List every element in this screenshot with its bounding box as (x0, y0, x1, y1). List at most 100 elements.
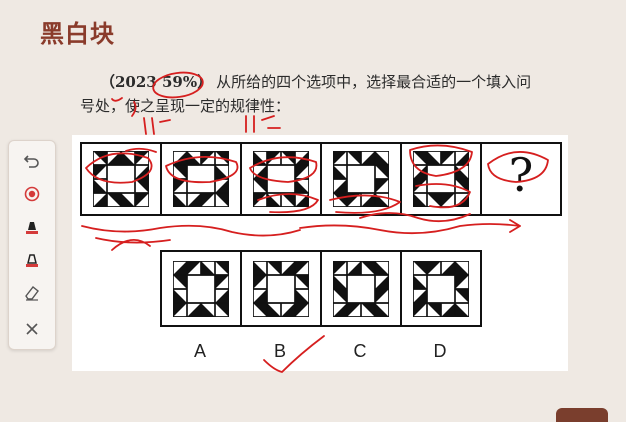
black-triangle-block (253, 274, 267, 289)
black-triangle-block (215, 260, 229, 275)
black-triangle-block (375, 288, 389, 303)
black-triangle-block (295, 193, 309, 207)
black-triangle-block (295, 260, 309, 275)
pen-icon[interactable] (20, 248, 44, 272)
black-triangle-block (173, 302, 187, 317)
option-a-box[interactable] (160, 250, 242, 327)
figure-2-pattern (173, 151, 229, 207)
black-triangle-block (201, 151, 215, 165)
puzzle-panel: ? (72, 135, 568, 371)
question-tag: （2023 59%） (100, 73, 213, 91)
black-triangle-block (375, 260, 389, 275)
black-triangle-block (441, 260, 455, 275)
black-triangle-block (441, 302, 455, 317)
sequence-figure-2 (160, 142, 242, 216)
record-icon[interactable] (20, 182, 44, 206)
black-triangle-block (295, 302, 309, 317)
black-triangle-block (267, 302, 281, 317)
black-triangle-block (187, 193, 201, 207)
figure-5-pattern (413, 151, 469, 207)
black-triangle-block (361, 302, 375, 317)
black-triangle-block (107, 193, 121, 207)
option-c-box[interactable] (320, 250, 402, 327)
black-triangle-block (347, 193, 361, 207)
option-d-label: D (433, 341, 447, 361)
black-triangle-block (375, 193, 389, 207)
block-grid-lines (333, 260, 389, 317)
black-triangle-block (333, 165, 347, 179)
black-triangle-block (295, 165, 309, 179)
black-triangle-block (295, 288, 309, 303)
black-triangle-block (413, 165, 427, 179)
black-triangle-block (455, 274, 469, 289)
highlighter-icon[interactable] (20, 215, 44, 239)
black-triangle-block (121, 151, 135, 165)
figure-1-pattern (93, 151, 149, 207)
sequence-figure-4 (320, 142, 402, 216)
option-b-pattern (253, 260, 309, 317)
question-line-2: 号处，使之呈现一定的规律性： (80, 97, 291, 115)
black-triangle-block (375, 165, 389, 179)
black-triangle-block (295, 151, 309, 165)
black-triangle-block (121, 193, 135, 207)
black-triangle-block (215, 151, 229, 165)
eraser-icon[interactable] (20, 281, 44, 305)
black-triangle-block (295, 274, 309, 289)
block-grid-lines (413, 260, 469, 317)
option-d-pattern (413, 260, 469, 317)
option-c-label: C (353, 341, 367, 361)
black-triangle-block (215, 274, 229, 289)
close-icon[interactable] (20, 317, 44, 341)
sequence-figure-1 (80, 142, 162, 216)
option-b-label: B (273, 341, 286, 361)
sequence-figure-5 (400, 142, 482, 216)
black-triangle-block (375, 302, 389, 317)
black-triangle-block (135, 193, 149, 207)
black-triangle-block (333, 288, 347, 303)
black-triangle-block (455, 260, 469, 275)
black-triangle-block (427, 151, 441, 165)
black-triangle-block (333, 260, 347, 275)
figure-3-pattern (253, 151, 309, 207)
black-triangle-block (187, 151, 201, 165)
black-triangle-block (455, 288, 469, 303)
black-triangle-block (187, 302, 201, 317)
black-triangle-block (413, 193, 427, 207)
option-d-box[interactable] (400, 250, 482, 327)
black-triangle-block (455, 302, 469, 317)
black-triangle-block (215, 165, 229, 179)
black-triangle-block (215, 288, 229, 303)
block-grid-lines (253, 260, 309, 317)
corner-widget (556, 408, 608, 422)
question-line-1: 从所给的四个选项中，选择最合适的一个填入问 (216, 73, 532, 91)
black-triangle-block (187, 260, 201, 275)
black-triangle-block (361, 260, 375, 275)
black-triangle-block (201, 302, 215, 317)
black-triangle-block (215, 302, 229, 317)
black-triangle-block (413, 179, 427, 193)
option-a-label: A (193, 341, 206, 361)
black-triangle-block (215, 179, 229, 193)
black-triangle-block (281, 151, 295, 165)
black-triangle-block (375, 274, 389, 289)
black-triangle-block (441, 193, 455, 207)
black-triangle-block (173, 260, 187, 275)
black-triangle-block (455, 165, 469, 179)
annotation-toolbar (8, 140, 56, 350)
black-triangle-block (333, 302, 347, 317)
option-b-box[interactable] (240, 250, 322, 327)
undo-icon[interactable] (20, 149, 44, 173)
black-triangle-block (135, 165, 149, 179)
black-triangle-block (253, 179, 267, 193)
black-triangle-block (361, 193, 375, 207)
black-triangle-block (267, 151, 281, 165)
black-triangle-block (253, 193, 267, 207)
black-triangle-block (173, 151, 187, 165)
question-text: （2023 59%）从所给的四个选项中，选择最合适的一个填入问 号处，使之呈现一… (80, 70, 610, 118)
black-triangle-block (427, 260, 441, 275)
black-triangle-block (173, 274, 187, 289)
figure-4-pattern (333, 151, 389, 207)
black-triangle-block (427, 302, 441, 317)
black-triangle-block (135, 151, 149, 165)
black-triangle-block (333, 274, 347, 289)
